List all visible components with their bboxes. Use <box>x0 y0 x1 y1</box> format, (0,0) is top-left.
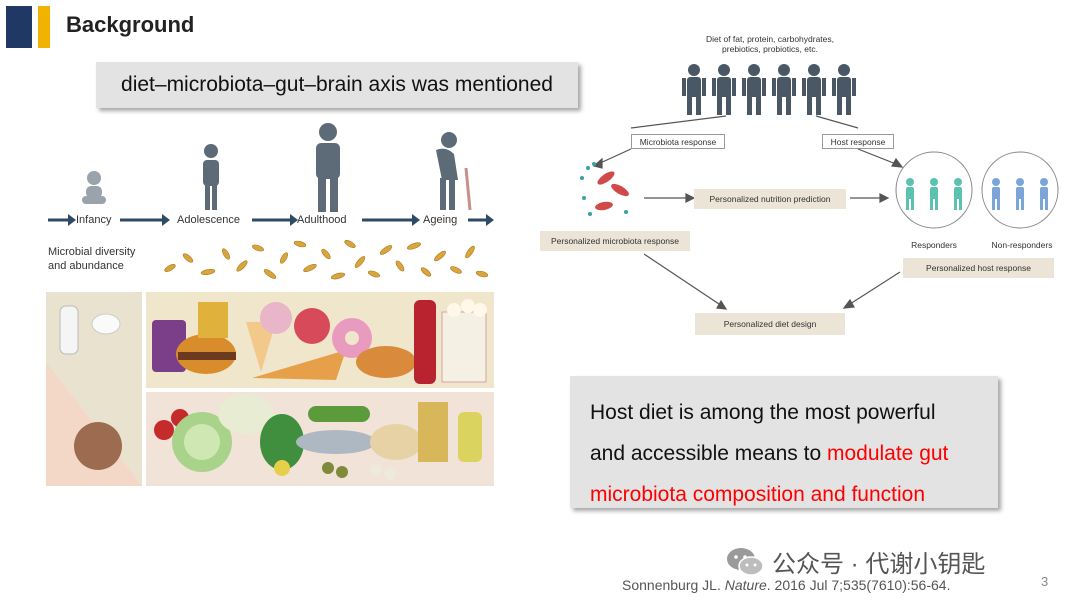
citation-author: Sonnenburg JL. <box>622 577 725 593</box>
non-responders-group <box>981 151 1059 229</box>
summary-line3-highlight: microbiota composition and function <box>590 483 926 506</box>
stage-label-infancy: Infancy <box>76 214 112 226</box>
microbiota-response-box: Microbiota response <box>631 134 725 149</box>
header-accent-bar-navy <box>6 6 32 48</box>
lifecycle-figure <box>48 123 494 226</box>
microbial-label-line1: Microbial diversity <box>48 246 136 258</box>
stage-label-adolescence: Adolescence <box>177 214 240 226</box>
page-title: Background <box>66 12 195 37</box>
axis-callout: diet–microbiota–gut–brain axis was menti… <box>96 62 578 108</box>
citation: Sonnenburg JL. Nature. 2016 Jul 7;535(76… <box>622 577 950 593</box>
bacteria-icon <box>580 162 629 216</box>
personalized-microbiota-response-box: Personalized microbiota response <box>540 231 690 251</box>
header-accent-bar-gold <box>38 6 50 48</box>
responders-label: Responders <box>911 240 957 250</box>
adolescent-icon <box>203 144 219 210</box>
personalized-diet-design-box: Personalized diet design <box>695 313 845 335</box>
microbial-label-line2: and abundance <box>48 260 124 272</box>
food-illustration <box>46 292 494 486</box>
page-number: 3 <box>1041 574 1049 589</box>
microbial-diversity-label: Microbial diversity and abundance <box>48 245 158 273</box>
timeline-arrows <box>48 214 494 226</box>
personalized-nutrition-prediction-box: Personalized nutrition prediction <box>694 189 846 209</box>
summary-line2-highlight: modulate gut <box>826 442 949 465</box>
wechat-watermark: 公众号 · 代谢小钥匙 <box>726 544 985 579</box>
wechat-account-name: 公众号 · 代谢小钥匙 <box>772 551 986 578</box>
responders-group <box>895 151 973 229</box>
population-icons <box>682 64 856 115</box>
host-response-box: Host response <box>822 134 894 149</box>
microbes-band <box>164 240 489 280</box>
diet-label: Diet of fat, protein, carbohydrates, pre… <box>705 34 835 54</box>
wechat-icon <box>727 547 764 576</box>
citation-details: . 2016 Jul 7;535(7610):56-64. <box>766 577 951 593</box>
summary-line1: Host diet is among the most powerful <box>590 401 936 424</box>
infant-icon <box>82 171 106 204</box>
elderly-icon <box>436 132 472 211</box>
diet-summary-callout: Host diet is among the most powerful and… <box>570 376 998 508</box>
non-responders-label: Non-responders <box>991 240 1053 250</box>
personalization-diagram <box>580 64 1059 310</box>
axis-callout-text: diet–microbiota–gut–brain axis was menti… <box>121 73 553 96</box>
adult-icon <box>316 123 340 212</box>
summary-line2-plain: and accessible means to <box>590 442 827 465</box>
citation-journal: Nature <box>724 577 767 593</box>
stage-label-ageing: Ageing <box>423 214 458 226</box>
personalized-host-response-box: Personalized host response <box>903 258 1054 278</box>
stage-label-adulthood: Adulthood <box>297 214 347 226</box>
summary-line2: and accessible means to modulate gut <box>590 433 978 474</box>
